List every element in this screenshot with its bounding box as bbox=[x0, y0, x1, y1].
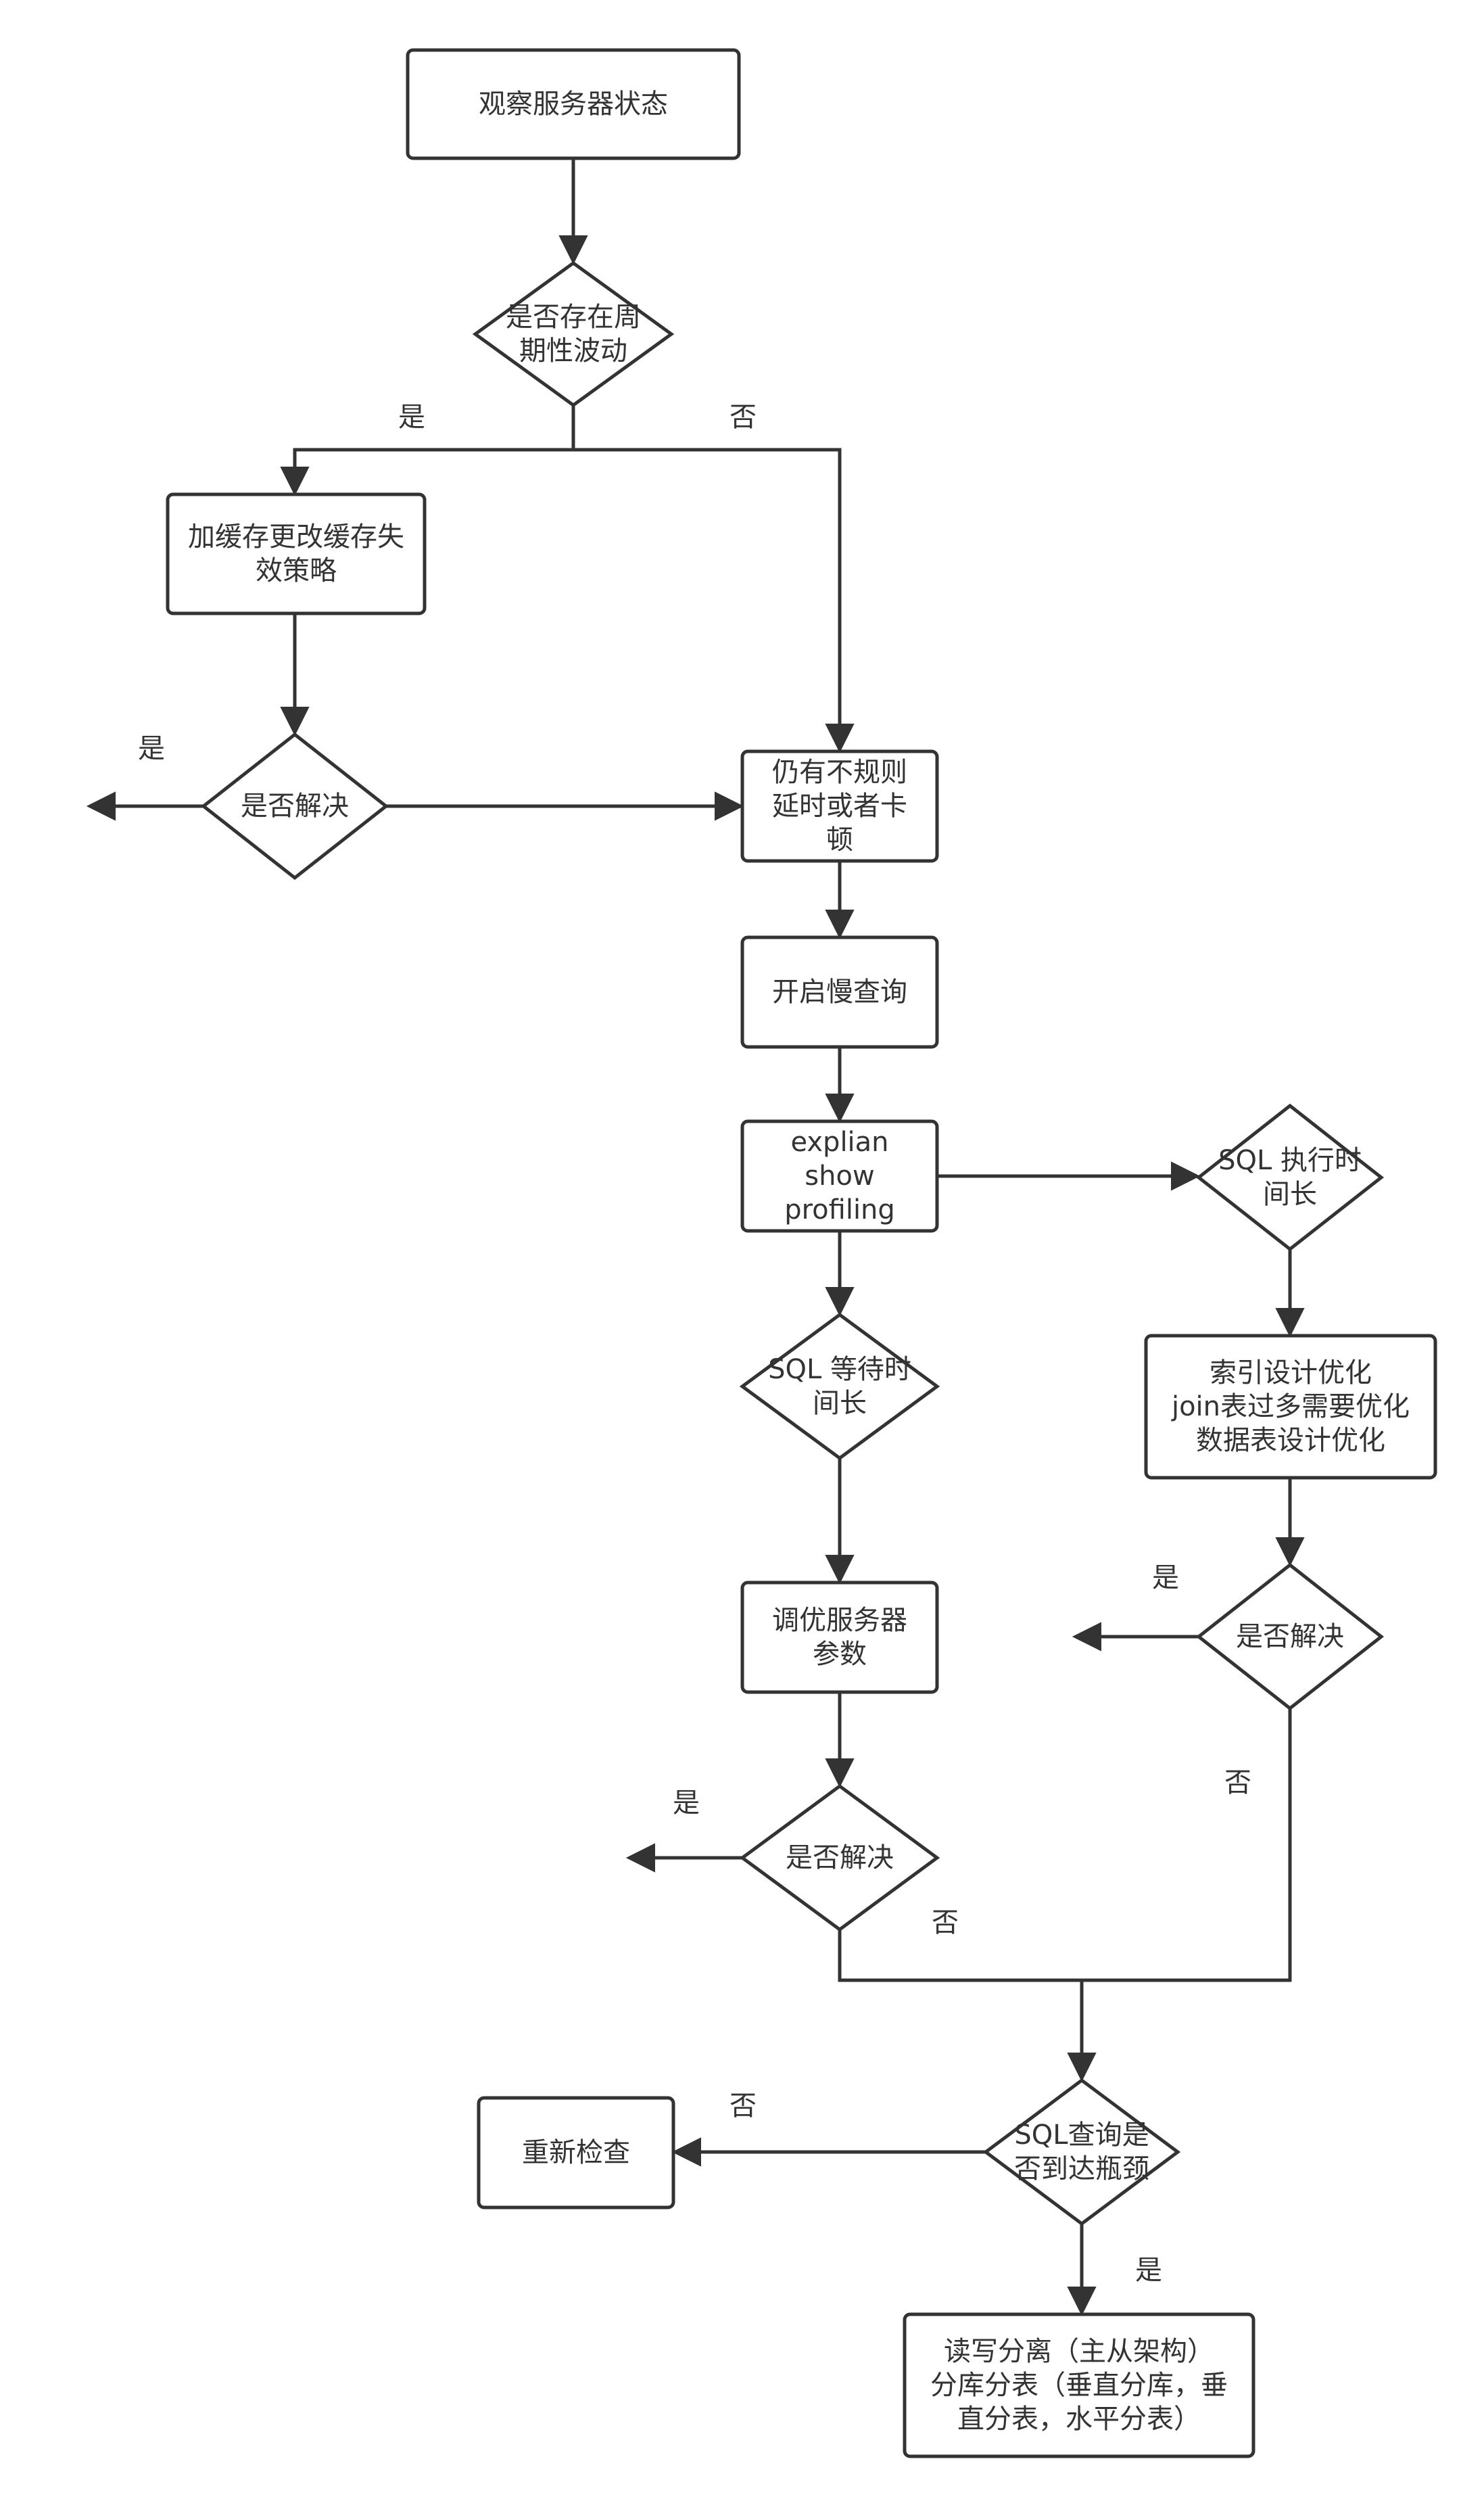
node-irregular-shape bbox=[740, 749, 939, 863]
edge-irregular-slow-head bbox=[825, 910, 855, 939]
node-irregular-label: 仍有不规则 延时或者卡 顿 bbox=[772, 757, 907, 856]
edge-wait-tune-head bbox=[825, 1555, 855, 1585]
node-bottleneck-shape bbox=[982, 2078, 1181, 2226]
edge-tune-solved-head bbox=[825, 1758, 855, 1788]
node-recheck-shape bbox=[477, 2096, 675, 2209]
edge-label-periodic-no: 否 bbox=[729, 402, 757, 433]
node-explain-shape bbox=[740, 1119, 939, 1233]
node-solved-right-label: 是否解决 bbox=[1236, 1621, 1344, 1652]
node-solved-left-shape bbox=[200, 732, 389, 881]
node-periodic-label: 是否存在周 期性波动 bbox=[506, 302, 641, 367]
node-solved-right-shape bbox=[1195, 1562, 1385, 1711]
edge-solved-left-yes-head bbox=[86, 791, 116, 821]
node-solved-mid-label: 是否解决 bbox=[786, 1842, 894, 1873]
edge-explain-exec-head bbox=[1171, 1161, 1201, 1191]
edge-bottleneck-no-head bbox=[671, 2137, 701, 2167]
node-sql-exec-shape bbox=[1195, 1103, 1385, 1252]
node-tune-label: 调优服务器 参数 bbox=[772, 1605, 907, 1670]
node-sql-wait-shape bbox=[739, 1312, 940, 1461]
node-explain-label: explian show profiling bbox=[784, 1127, 895, 1225]
node-sql-exec-label: SQL 执行时 间长 bbox=[1218, 1145, 1362, 1210]
edge-solved-right-yes-head bbox=[1072, 1622, 1101, 1652]
node-index-opt-label: 索引设计优化 join表过多需要优化 数据表设计优化 bbox=[1171, 1357, 1410, 1456]
node-slow-query-label: 开启慢查询 bbox=[772, 977, 907, 1008]
edge-bottleneck-yes-head bbox=[1067, 2287, 1097, 2316]
edge-slow-explain-head bbox=[825, 1094, 855, 1123]
node-slow-query-shape bbox=[740, 935, 939, 1049]
edge-exec-index-head bbox=[1275, 1308, 1305, 1338]
edge-observe-periodic-head bbox=[558, 235, 588, 265]
edge-periodic-no-line bbox=[573, 448, 842, 726]
node-cache-label: 加缓存更改缓存失 效策略 bbox=[188, 521, 404, 586]
node-split-label: 读写分离（主从架构） 分库分表（垂直分库，垂 直分表，水平分表） bbox=[930, 2336, 1228, 2435]
node-periodic-shape bbox=[472, 260, 675, 408]
node-bottleneck-label: SQL查询是 否到达瓶颈 bbox=[1014, 2120, 1149, 2184]
edge-label-solved-left-yes: 是 bbox=[138, 733, 165, 764]
node-solved-left-label: 是否解决 bbox=[241, 791, 349, 822]
node-tune-shape bbox=[740, 1581, 939, 1694]
edge-periodic-yes-line bbox=[293, 448, 573, 469]
node-recheck-label: 重新检查 bbox=[522, 2137, 630, 2168]
node-index-opt-shape bbox=[1144, 1334, 1437, 1480]
edge-label-periodic-yes: 是 bbox=[398, 402, 425, 433]
edge-periodic-yes-head bbox=[280, 467, 310, 496]
edge-solved-right-no-line bbox=[1082, 1708, 1292, 1982]
node-observe-label: 观察服务器状态 bbox=[479, 89, 668, 120]
edge-label-solved-mid-yes: 是 bbox=[673, 1787, 700, 1819]
node-sql-wait-label: SQL 等待时 间长 bbox=[768, 1354, 911, 1419]
edge-solved-mid-yes-head bbox=[625, 1843, 655, 1873]
edge-solved-left-no-head bbox=[715, 791, 744, 821]
edge-solved-mid-no-line bbox=[838, 1929, 1082, 1982]
edge-explain-wait-head bbox=[825, 1287, 855, 1317]
edge-label-solved-right-yes: 是 bbox=[1152, 1562, 1179, 1593]
node-solved-mid-shape bbox=[739, 1783, 940, 1932]
edge-label-solved-mid-no: 否 bbox=[932, 1907, 959, 1938]
node-cache-shape bbox=[166, 492, 427, 615]
edge-merge-bottleneck-head bbox=[1067, 2053, 1097, 2082]
edge-label-bottleneck-yes: 是 bbox=[1135, 2255, 1162, 2286]
edge-label-solved-right-no: 否 bbox=[1224, 1767, 1251, 1798]
edge-index-solved-head bbox=[1275, 1537, 1305, 1567]
edge-periodic-no-head bbox=[825, 724, 855, 753]
edge-label-bottleneck-no: 否 bbox=[729, 2090, 757, 2122]
node-observe-shape bbox=[406, 48, 741, 160]
node-split-shape bbox=[903, 2312, 1255, 2458]
edge-cache-solved-head bbox=[280, 707, 310, 736]
